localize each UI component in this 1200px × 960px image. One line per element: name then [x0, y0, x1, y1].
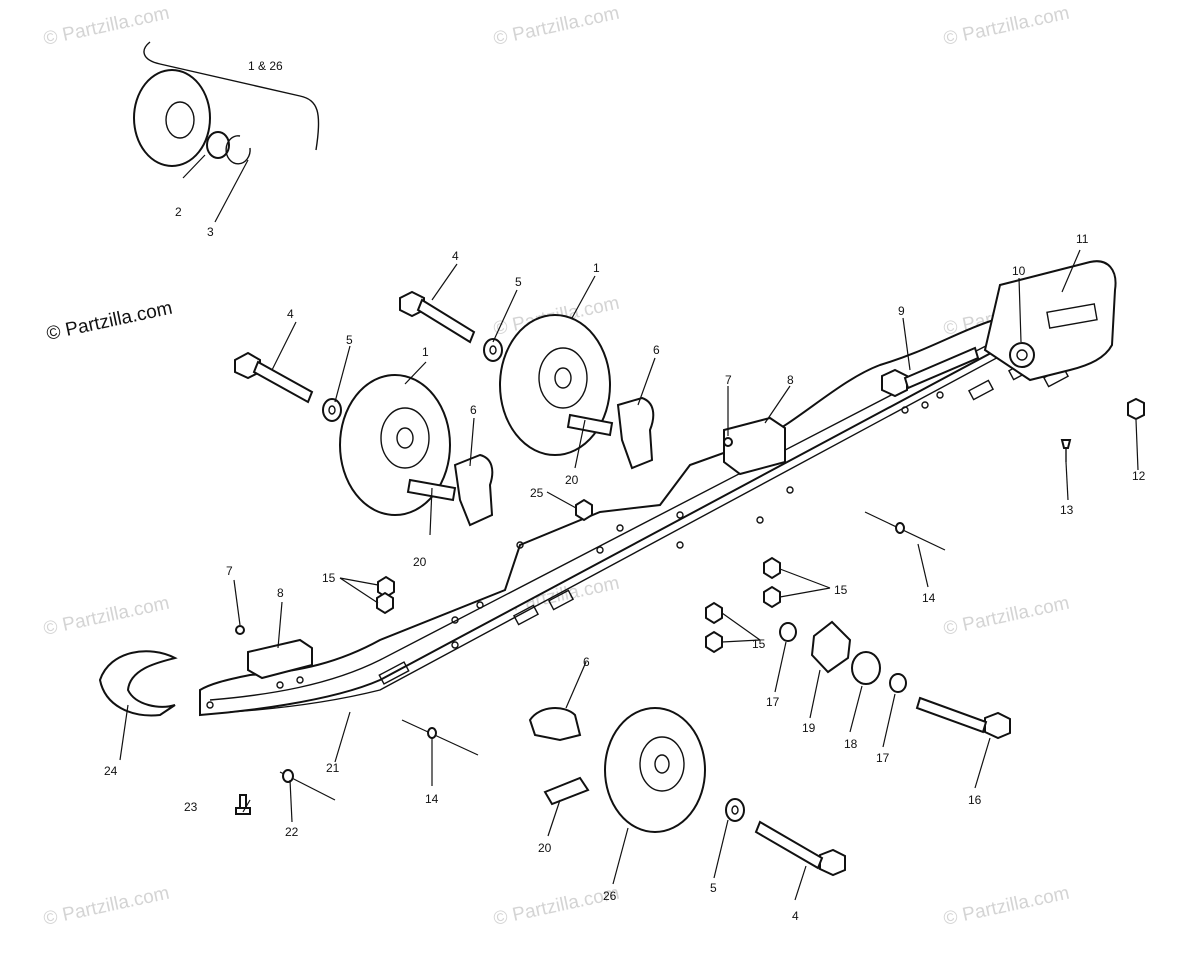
callout-6-upper: 6	[653, 343, 660, 357]
callout-8-lower: 8	[277, 586, 284, 600]
rail-tip	[98, 650, 178, 717]
callout-5-upper: 5	[515, 275, 522, 289]
inset-snap-ring	[225, 135, 251, 165]
callout-1-and-26: 1 & 26	[248, 59, 283, 73]
watermark-bottom-left: © Partzilla.com	[42, 883, 172, 930]
callout-13: 13	[1060, 503, 1074, 517]
leader-lines	[119, 249, 1139, 901]
callout-9: 9	[898, 304, 905, 318]
callout-10: 10	[1012, 264, 1026, 278]
callout-4-lower: 4	[792, 909, 799, 923]
callout-7-lower: 7	[226, 564, 233, 578]
inset-wheel	[133, 69, 211, 167]
callout-18: 18	[844, 737, 858, 751]
callout-3: 3	[207, 225, 214, 239]
watermark-lower-right: © Partzilla.com	[942, 593, 1072, 640]
rail-body	[199, 278, 1100, 717]
callout-16: 16	[968, 793, 982, 807]
blocks-and-bushings	[247, 416, 881, 685]
inset-bracket	[143, 41, 320, 151]
watermark-top-left: © Partzilla.com	[42, 3, 172, 50]
watermark-bottom-center: © Partzilla.com	[492, 883, 622, 930]
callout-14-left: 14	[425, 792, 439, 806]
callout-20-upper: 20	[565, 473, 579, 487]
wheel-upper-left	[339, 374, 451, 516]
callout-14-right: 14	[922, 591, 936, 605]
callout-labels: 1 & 26 2 3 4 4 4 5 5 5 1 1 6 6 6 7 7 8 8…	[104, 59, 1146, 923]
callout-23: 23	[184, 800, 198, 814]
inset-wheel-hub	[165, 101, 195, 139]
callout-7-upper: 7	[725, 373, 732, 387]
callout-4-upper: 4	[452, 249, 459, 263]
callout-17-left: 17	[766, 695, 780, 709]
axle-bracket-center	[616, 396, 655, 470]
callout-17-right: 17	[876, 751, 890, 765]
callout-6-lower: 6	[583, 655, 590, 669]
callout-2: 2	[175, 205, 182, 219]
callout-20-lower: 20	[538, 841, 552, 855]
nuts	[376, 397, 1145, 654]
inset-bearing	[206, 131, 230, 159]
washers	[322, 338, 907, 822]
callout-6-left: 6	[470, 403, 477, 417]
bolts	[234, 290, 1011, 877]
callout-24: 24	[104, 764, 118, 778]
axle-bracket-lower	[528, 707, 582, 742]
callout-20-left: 20	[413, 555, 427, 569]
axle-bracket-left	[453, 453, 494, 527]
callout-8-upper: 8	[787, 373, 794, 387]
wheel-upper-center	[499, 314, 611, 456]
watermark-top-right: © Partzilla.com	[942, 3, 1072, 50]
callout-15-center: 15	[752, 637, 766, 651]
callout-15-right: 15	[834, 583, 848, 597]
callout-22: 22	[285, 825, 299, 839]
callout-11: 11	[1076, 232, 1089, 246]
callout-4-left: 4	[287, 307, 294, 321]
callout-1-left: 1	[422, 345, 429, 359]
rail-lower-edge	[229, 304, 1096, 713]
small-fasteners	[235, 437, 1072, 815]
watermark-prominent: © Partzilla.com	[45, 298, 175, 345]
callout-15-left: 15	[322, 571, 336, 585]
wheel-lower	[604, 707, 706, 833]
callout-19: 19	[802, 721, 816, 735]
callout-12: 12	[1132, 469, 1146, 483]
callout-5-lower: 5	[710, 881, 717, 895]
callout-21: 21	[326, 761, 340, 775]
rear-plate	[983, 260, 1117, 382]
watermark-lower-left: © Partzilla.com	[42, 593, 172, 640]
inset-wheel-assembly	[133, 41, 320, 223]
watermark-top-center: © Partzilla.com	[492, 3, 622, 50]
rail-inner-line	[209, 291, 1091, 701]
slide-rail	[199, 278, 1100, 717]
callout-5-left: 5	[346, 333, 353, 347]
watermark-bottom-right: © Partzilla.com	[942, 883, 1072, 930]
callout-1-upper: 1	[593, 261, 600, 275]
callout-26: 26	[603, 889, 617, 903]
callout-25: 25	[530, 486, 544, 500]
